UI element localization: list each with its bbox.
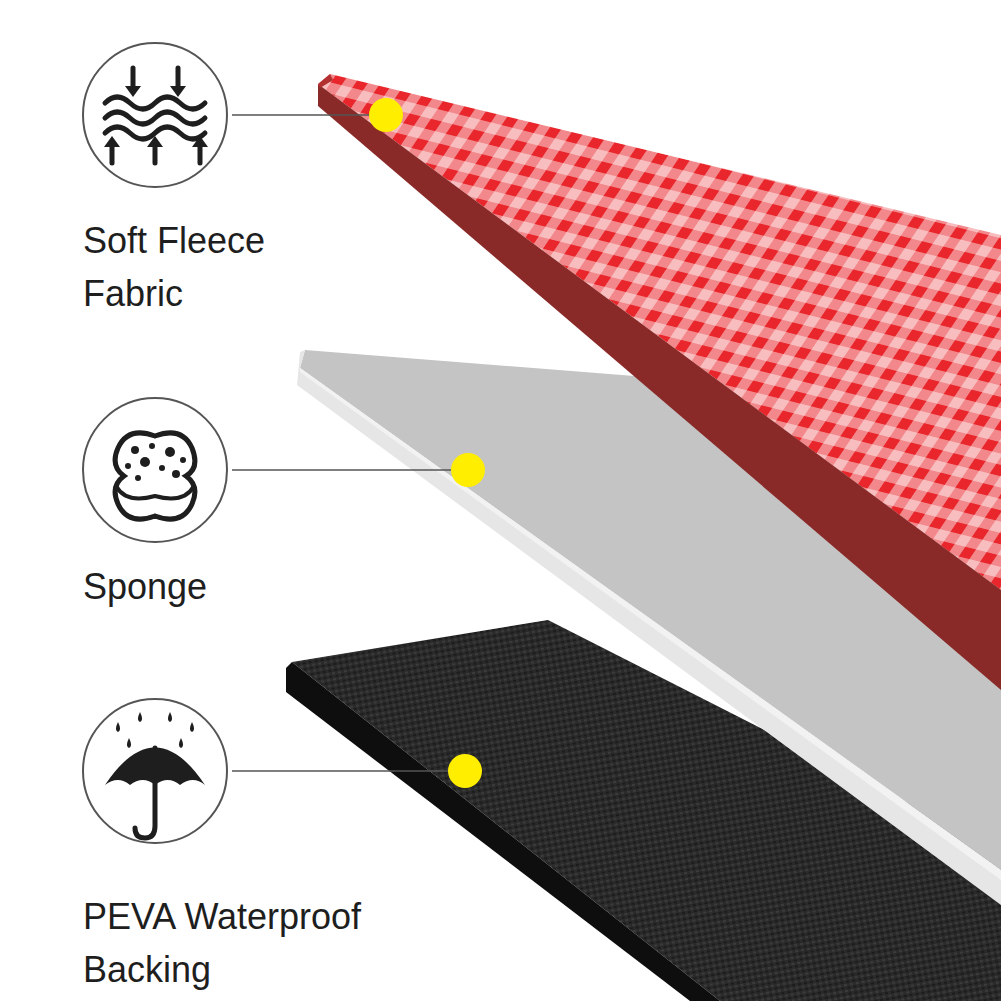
sponge-icon: [115, 433, 195, 519]
marker-dots: [369, 98, 485, 788]
softness-arrowheads: [104, 86, 208, 147]
softness-icon: [105, 68, 205, 163]
umbrella-icon: [105, 712, 205, 838]
leader-lines: [232, 115, 468, 771]
icon-circles: [83, 43, 227, 843]
layer-label: Sponge: [83, 560, 383, 613]
layer-label: Soft Fleece Fabric: [83, 214, 323, 320]
layer-label: PEVA Waterproof Backing: [83, 890, 383, 996]
fleece-layer: [318, 74, 1001, 690]
